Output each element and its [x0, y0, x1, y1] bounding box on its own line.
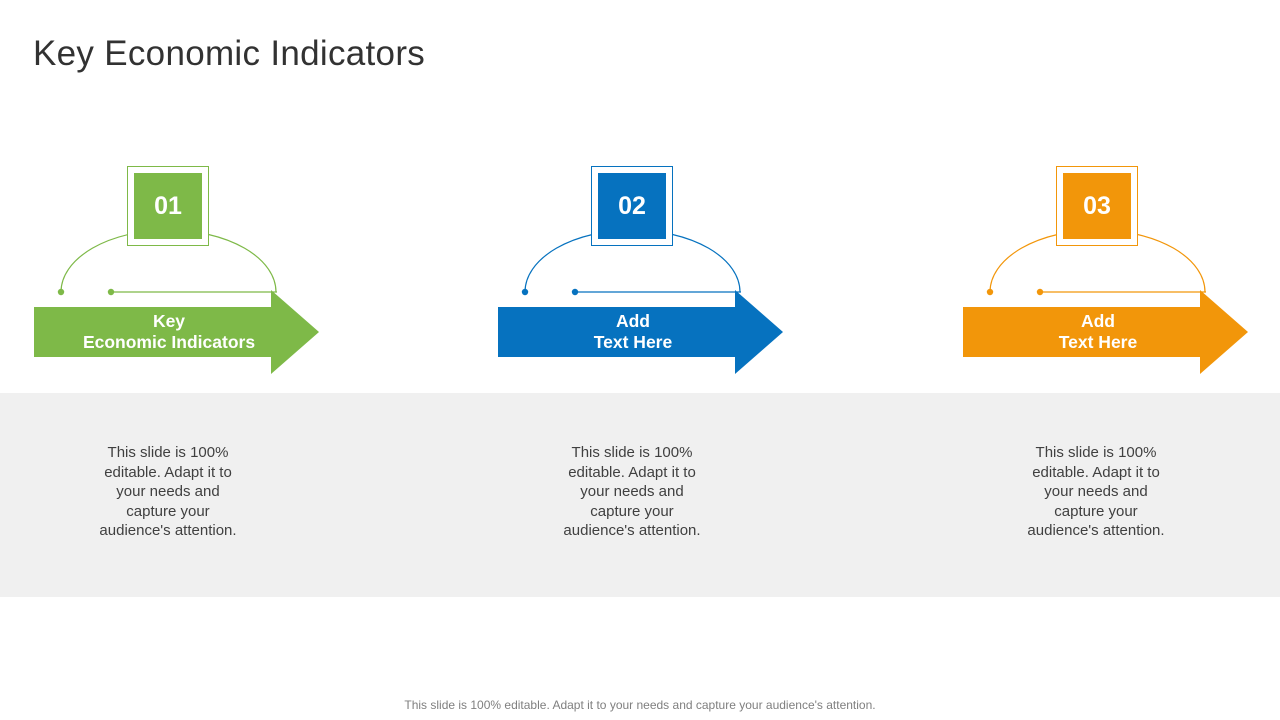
arrow-label: Key Economic Indicators: [82, 311, 256, 352]
footer-note: This slide is 100% editable. Adapt it to…: [404, 698, 876, 712]
step-number-badge: 03: [1056, 166, 1138, 246]
slide-title: Key Economic Indicators: [33, 34, 426, 73]
connector-dot: [986, 288, 994, 296]
step-2-graphic: [498, 229, 783, 374]
step-number-badge: 01: [127, 166, 209, 246]
step-number: 01: [134, 173, 202, 239]
arrow-shape: [498, 290, 783, 374]
connector-dot: [571, 288, 579, 296]
connector-dot: [521, 288, 529, 296]
step-1-graphic: [34, 229, 319, 374]
step-group-1: 01 Key Economic Indicators: [34, 160, 334, 392]
connector-dot: [1036, 288, 1044, 296]
arrow-shape: [34, 290, 319, 374]
background-band: [0, 393, 1280, 597]
step-group-2: 02 Add Text Here: [498, 160, 798, 392]
placeholder-text-1: This slide is 100% editable. Adapt it to…: [99, 444, 237, 539]
connector-dot: [57, 288, 65, 296]
connector-dot: [107, 288, 115, 296]
arrow-label: Add Text Here: [1058, 311, 1138, 352]
step-number: 02: [598, 173, 666, 239]
step-number-badge: 02: [591, 166, 673, 246]
placeholder-text-3: This slide is 100% editable. Adapt it to…: [1027, 444, 1165, 539]
step-number: 03: [1063, 173, 1131, 239]
step-group-3: 03 Add Text Here: [963, 160, 1263, 392]
arrow-label: Add Text Here: [593, 311, 673, 352]
arrow-shape: [963, 290, 1248, 374]
placeholder-text-2: This slide is 100% editable. Adapt it to…: [563, 444, 701, 539]
